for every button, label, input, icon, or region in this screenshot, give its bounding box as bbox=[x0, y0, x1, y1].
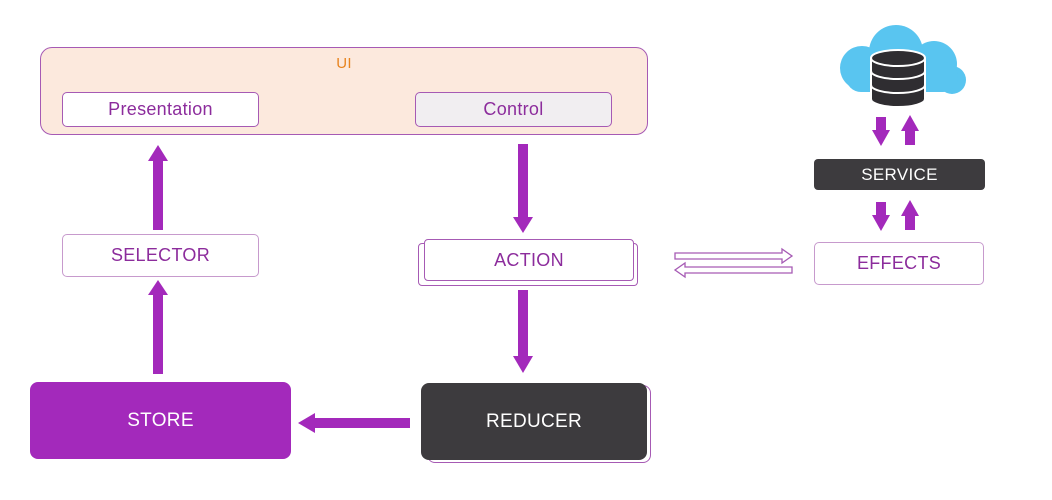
reducer-box: REDUCER bbox=[421, 383, 647, 460]
selector-box: SELECTOR bbox=[62, 234, 259, 277]
arrow-store-to-selector bbox=[148, 280, 168, 374]
arrow-cloud-to-service bbox=[872, 117, 890, 146]
control-label: Control bbox=[483, 99, 544, 119]
presentation-box: Presentation bbox=[62, 92, 259, 127]
service-label: SERVICE bbox=[861, 164, 938, 184]
arrow-service-to-effects bbox=[872, 202, 890, 231]
store-label: STORE bbox=[127, 409, 194, 431]
arrow-action-to-reducer bbox=[513, 290, 533, 373]
cloud-database-icon bbox=[840, 25, 966, 108]
store-box: STORE bbox=[30, 382, 291, 459]
arrow-control-to-action bbox=[513, 144, 533, 233]
arrow-action-to-effects bbox=[674, 247, 794, 265]
action-label: ACTION bbox=[494, 249, 564, 270]
action-box: ACTION bbox=[424, 239, 634, 281]
presentation-label: Presentation bbox=[108, 99, 213, 119]
arrow-selector-to-presentation bbox=[148, 145, 168, 230]
arrow-effects-to-service bbox=[901, 200, 919, 230]
arrow-reducer-to-store bbox=[298, 413, 410, 433]
control-box: Control bbox=[415, 92, 612, 127]
service-box: SERVICE bbox=[814, 159, 985, 190]
ui-label: UI bbox=[336, 55, 352, 72]
selector-label: SELECTOR bbox=[110, 245, 211, 265]
reducer-label: REDUCER bbox=[485, 410, 583, 432]
effects-label: EFFECTS bbox=[856, 253, 942, 273]
effects-box: EFFECTS bbox=[814, 242, 984, 285]
arrow-effects-to-action bbox=[673, 261, 793, 279]
arrow-service-to-cloud bbox=[901, 115, 919, 145]
